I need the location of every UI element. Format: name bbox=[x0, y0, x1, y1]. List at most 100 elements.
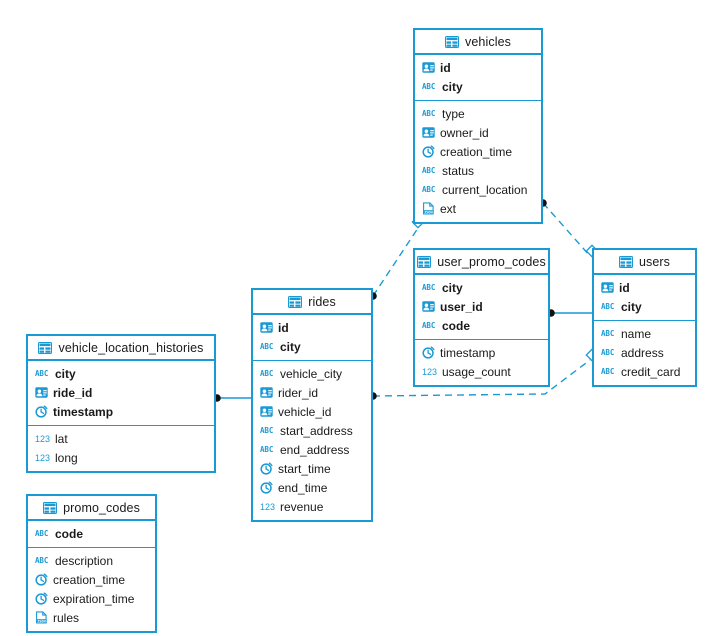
svg-text:JSON: JSON bbox=[424, 211, 433, 215]
column-name: address bbox=[621, 345, 664, 360]
column-row[interactable]: ABC name bbox=[594, 324, 695, 343]
column-row[interactable]: timestamp bbox=[415, 343, 548, 362]
abc-icon: ABC bbox=[422, 82, 436, 91]
clock-icon bbox=[422, 145, 435, 158]
primary-key-row[interactable]: ride_id bbox=[28, 383, 214, 402]
column-row[interactable]: creation_time bbox=[415, 142, 541, 161]
column-row[interactable]: 123 usage_count bbox=[415, 362, 548, 381]
person-card-icon bbox=[35, 386, 48, 399]
clock-icon bbox=[35, 405, 48, 418]
entity-header[interactable]: user_promo_codes bbox=[415, 250, 548, 275]
clock-icon bbox=[260, 462, 273, 475]
column-name: ride_id bbox=[53, 385, 93, 400]
primary-key-row[interactable]: id bbox=[253, 318, 371, 337]
column-name: timestamp bbox=[440, 345, 496, 360]
entity-header[interactable]: rides bbox=[253, 290, 371, 315]
table-grid-icon bbox=[417, 255, 432, 268]
column-name: user_id bbox=[440, 299, 483, 314]
column-row[interactable]: start_time bbox=[253, 459, 371, 478]
column-row[interactable]: vehicle_id bbox=[253, 402, 371, 421]
clock-icon bbox=[35, 573, 48, 586]
entity-header[interactable]: users bbox=[594, 250, 695, 275]
column-name: city bbox=[621, 299, 642, 314]
column-row[interactable]: 123 revenue bbox=[253, 497, 371, 516]
person-card-icon bbox=[260, 386, 273, 399]
entity-header[interactable]: vehicles bbox=[415, 30, 541, 55]
table-grid-icon bbox=[43, 501, 58, 514]
123-icon: 123 bbox=[422, 366, 438, 377]
clock-icon bbox=[422, 346, 435, 359]
column-name: type bbox=[442, 106, 465, 121]
relationship-vehicle-location-histories-to-rides[interactable] bbox=[213, 394, 251, 402]
primary-key-row[interactable]: timestamp bbox=[28, 402, 214, 421]
entity-title: promo_codes bbox=[63, 500, 140, 515]
123-icon: 123 bbox=[260, 501, 276, 512]
svg-text:JSON: JSON bbox=[37, 620, 46, 624]
abc-icon: ABC bbox=[35, 369, 49, 378]
column-name: usage_count bbox=[442, 364, 511, 379]
abc-icon: ABC bbox=[601, 367, 615, 376]
abc-icon: ABC bbox=[601, 329, 615, 338]
entity-header[interactable]: vehicle_location_histories bbox=[28, 336, 214, 361]
column-name: creation_time bbox=[53, 572, 126, 587]
column-name: long bbox=[55, 450, 78, 465]
column-name: name bbox=[621, 326, 652, 341]
column-name: end_time bbox=[278, 480, 328, 495]
primary-key-row[interactable]: ABC code bbox=[415, 316, 548, 335]
primary-key-row[interactable]: id bbox=[594, 278, 695, 297]
column-row[interactable]: expiration_time bbox=[28, 589, 155, 608]
abc-icon: ABC bbox=[260, 342, 274, 351]
column-row[interactable]: rider_id bbox=[253, 383, 371, 402]
column-row[interactable]: end_time bbox=[253, 478, 371, 497]
table-grid-icon bbox=[445, 35, 460, 48]
person-card-icon bbox=[422, 126, 435, 139]
column-row[interactable]: ABC address bbox=[594, 343, 695, 362]
primary-key-row[interactable]: user_id bbox=[415, 297, 548, 316]
column-name: id bbox=[619, 280, 630, 295]
column-name: code bbox=[442, 318, 471, 333]
abc-icon: ABC bbox=[260, 445, 274, 454]
column-row[interactable]: creation_time bbox=[28, 570, 155, 589]
column-row[interactable]: owner_id bbox=[415, 123, 541, 142]
column-name: creation_time bbox=[440, 144, 513, 159]
column-name: revenue bbox=[280, 499, 324, 514]
clock-icon bbox=[35, 592, 48, 605]
primary-key-row[interactable]: id bbox=[415, 58, 541, 77]
column-name: id bbox=[440, 60, 451, 75]
table-grid-icon bbox=[38, 341, 53, 354]
entity-header[interactable]: promo_codes bbox=[28, 496, 155, 521]
column-name: lat bbox=[55, 431, 68, 446]
abc-icon: ABC bbox=[601, 348, 615, 357]
relationship-user-promo-codes-to-users[interactable] bbox=[547, 309, 592, 317]
abc-icon: ABC bbox=[35, 529, 49, 538]
abc-icon: ABC bbox=[422, 321, 436, 330]
